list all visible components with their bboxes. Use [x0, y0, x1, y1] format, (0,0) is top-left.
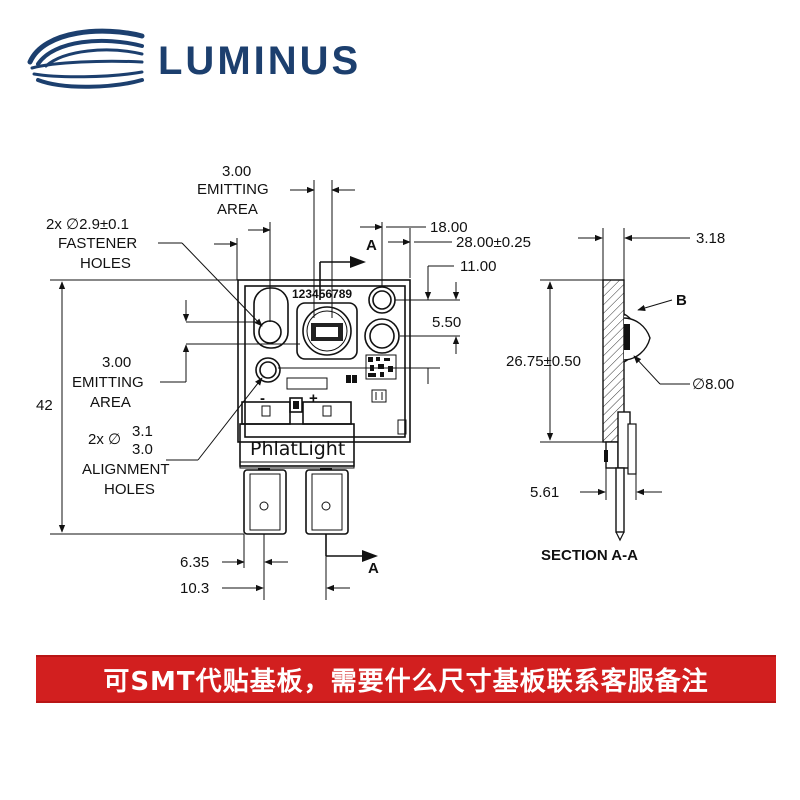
promo-banner: 可SMT代贴基板，需要什么尺寸基板联系客服备注: [36, 655, 776, 703]
dim-561: 5.61: [530, 484, 559, 501]
emit-top-l1: EMITTING: [197, 181, 269, 198]
technical-drawing: 123456789 - + PhlatLight: [36, 163, 734, 600]
dim-318: 3.18: [696, 230, 725, 247]
front-dimensions: 42 3.00 EMITTING AREA 2x ∅2.9±0.1 FASTEN…: [36, 163, 531, 597]
led-emitter: [302, 306, 352, 356]
dim-550: 5.50: [432, 314, 461, 331]
phlatlight-logo: PhlatLight: [250, 438, 345, 460]
dim-42: 42: [36, 397, 53, 414]
emit-left-l2: AREA: [90, 394, 131, 411]
dim-28: 28.00±0.25: [456, 234, 531, 251]
section-title: SECTION A-A: [541, 547, 638, 564]
section-mark-top: A: [366, 237, 377, 254]
dim-11: 11.00: [460, 258, 496, 275]
dim-635: 6.35: [180, 554, 209, 571]
logo-swoosh-icon: [27, 28, 145, 89]
pcb-front-view: 123456789 - +: [237, 279, 411, 443]
dim-2675: 26.75±0.50: [506, 353, 581, 370]
extension-lines: [50, 180, 460, 600]
detail-b: B: [676, 292, 687, 309]
emit-top-value: 3.00: [222, 163, 251, 180]
brand-name: LUMINUS: [158, 39, 361, 83]
emit-left-l1: EMITTING: [72, 374, 144, 391]
dim-103: 10.3: [180, 580, 209, 597]
connector-housing: PhlatLight: [239, 401, 355, 535]
luminus-logo: LUMINUS: [27, 28, 361, 89]
align-l1: ALIGNMENT: [82, 461, 170, 478]
data-matrix-code: [365, 354, 397, 380]
section-mark-bottom: A: [368, 560, 379, 577]
dim-18: 18.00: [430, 219, 468, 236]
emit-left-value: 3.00: [102, 354, 131, 371]
dim-dia8: ∅8.00: [692, 376, 734, 393]
align-l2: HOLES: [104, 481, 155, 498]
align-lower: 3.0: [132, 441, 153, 458]
section-dimensions: 3.18 26.75±0.50 B ∅8.00 5.61 SECTION A-A: [506, 228, 734, 564]
neg-mark: -: [260, 390, 265, 407]
align-upper: 3.1: [132, 423, 153, 440]
section-a-a-view: [602, 279, 651, 542]
fastener-l2: HOLES: [80, 255, 131, 272]
align-qty: 2x ∅: [88, 431, 121, 448]
emit-top-l2: AREA: [217, 201, 258, 218]
banner-text: 可SMT代贴基板，需要什么尺寸基板联系客服备注: [103, 666, 709, 697]
fastener-l1: FASTENER: [58, 235, 137, 252]
pos-mark: +: [309, 390, 318, 407]
fastener-qty: 2x ∅2.9±0.1: [46, 216, 129, 233]
serial-number: 123456789: [292, 287, 352, 301]
